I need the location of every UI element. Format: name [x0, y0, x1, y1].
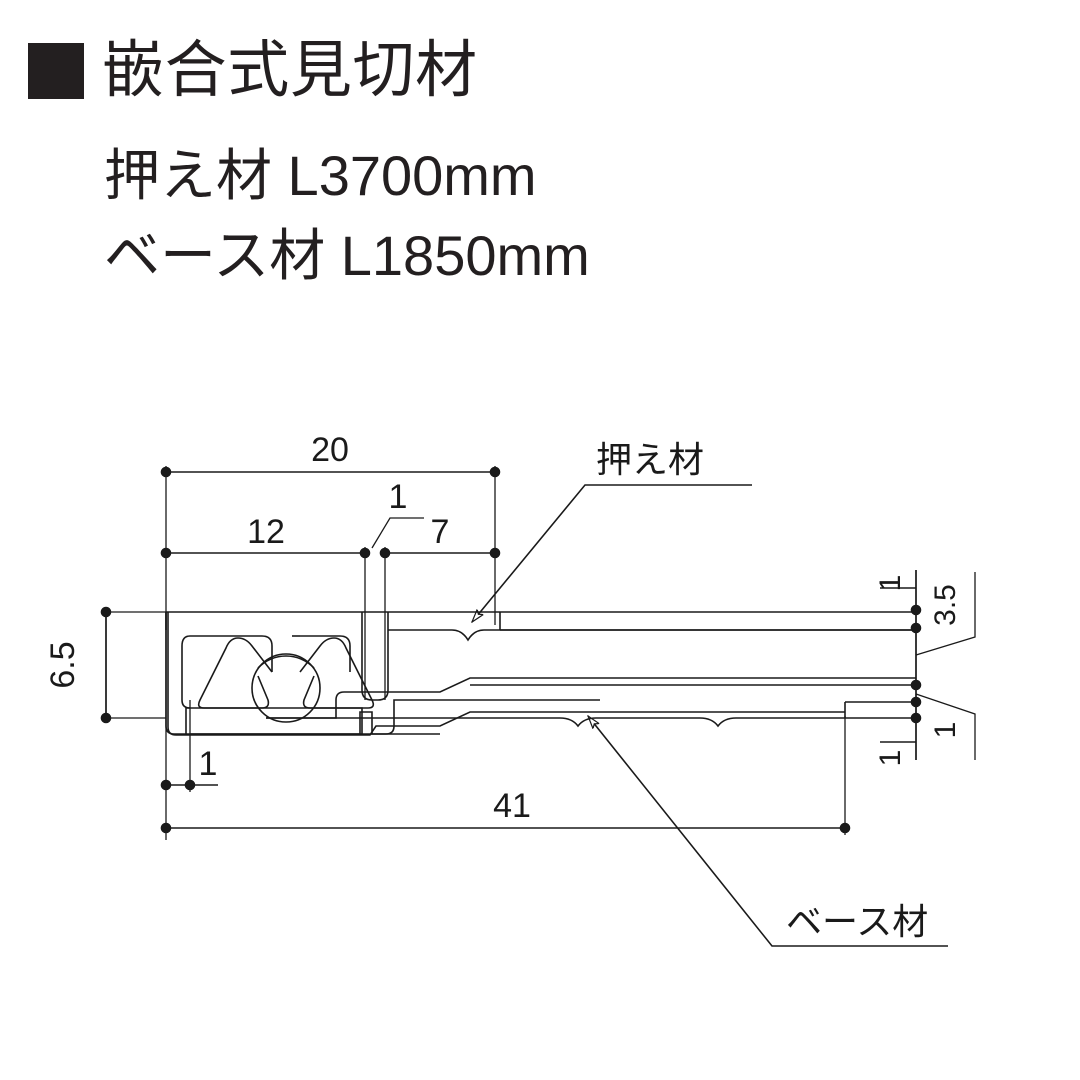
leader-label-basezai: ベース材 [786, 901, 928, 942]
profile-rib [361, 612, 389, 701]
dim-top-overall [160, 466, 501, 478]
dim-left-height [100, 606, 112, 724]
profile-upper-body [167, 612, 375, 736]
leader-basezai [588, 716, 948, 947]
dim-label-right-top-thin: 1 [874, 575, 907, 592]
leader-oshiezai [472, 484, 752, 622]
dim-label-left-height: 6.5 [44, 641, 82, 688]
dim-label-bottom-overall: 41 [493, 787, 531, 825]
dim-top-segments [160, 517, 501, 559]
dim-label-right-lower-thin: 1 [929, 722, 962, 739]
dim-label-right-gap: 3.5 [929, 584, 962, 626]
profile-upper-right [388, 612, 916, 642]
dim-label-top-left-segment: 12 [247, 513, 285, 551]
dim-label-right-bottom-thin: 1 [874, 750, 907, 767]
dim-bottom-overall [160, 822, 851, 834]
subtitle-basezai-length: ベース材 L1850mm [104, 224, 590, 287]
extension-lines [105, 466, 917, 840]
dimension-labels: 20 12 1 7 6.5 1 41 1 3.5 1 1 [44, 431, 962, 825]
dim-label-top-overall: 20 [311, 431, 349, 469]
title-heading-row: 嵌合式見切材 [28, 40, 478, 102]
dim-label-top-right-segment: 7 [431, 513, 450, 551]
leader-labels: 押え材 ベース材 [596, 439, 928, 942]
subtitle-oshiezai-length: 押え材 L3700mm [104, 144, 537, 207]
profile-lower-clean [190, 711, 440, 735]
profile-lower-member [186, 677, 916, 736]
filled-square-bullet-icon [28, 43, 84, 99]
profile-upper-member [165, 611, 916, 631]
leader-label-oshiezai: 押え材 [596, 439, 704, 480]
page-title: 嵌合式見切材 [102, 36, 478, 105]
dim-label-bottom-left-small: 1 [199, 745, 218, 783]
dim-bottom-left-small [160, 779, 218, 791]
dim-label-top-mid-segment: 1 [389, 478, 408, 516]
